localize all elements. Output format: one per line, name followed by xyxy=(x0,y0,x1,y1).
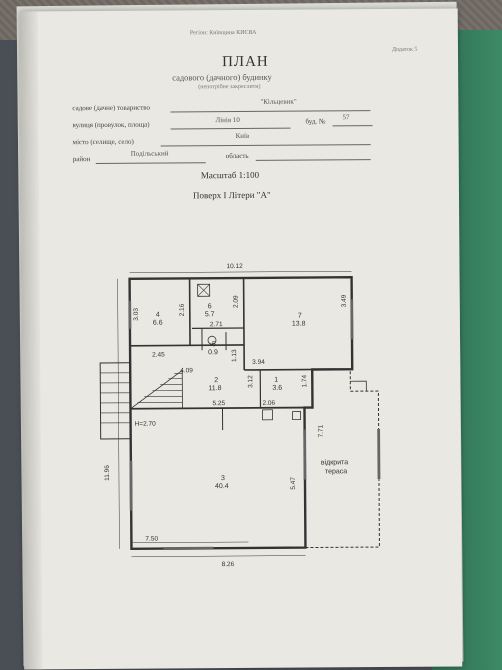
dim-overall-width: 10.12 xyxy=(226,263,243,270)
floor-plan: 10.12 11.96 8.26 7.50 Н=2.70 3.03 2.16 2… xyxy=(99,263,381,568)
dim-label: 2.09 xyxy=(233,295,240,308)
boiler xyxy=(197,283,211,297)
dim-label: 1.74 xyxy=(301,374,308,387)
room-number: 3 xyxy=(221,475,225,482)
dim-label: 2.71 xyxy=(210,321,223,328)
exterior-walls xyxy=(128,276,354,550)
room-number: 7 xyxy=(298,313,302,320)
room-number: 6 xyxy=(208,303,212,310)
room-area: 40.4 xyxy=(215,483,229,490)
dim-label: 3.94 xyxy=(252,359,265,366)
terrace-outline xyxy=(305,368,380,549)
dim-label: 2.06 xyxy=(262,400,275,407)
room-number: 4 xyxy=(156,312,160,319)
toilet xyxy=(207,335,217,345)
room-area: 3.6 xyxy=(272,385,282,392)
dim-label: 7.71 xyxy=(318,424,325,437)
dim-label: 5.25 xyxy=(212,400,225,407)
terrace-label: відкрита xyxy=(321,458,348,466)
dim-label: 3.03 xyxy=(133,308,140,321)
dim-label: 5.47 xyxy=(290,477,297,490)
entry-steps xyxy=(99,362,132,440)
dim-label: 3.12 xyxy=(247,375,254,388)
sink xyxy=(292,411,301,421)
height-note: Н=2.70 xyxy=(135,421,157,428)
dim-overall-depth: 11.96 xyxy=(104,465,111,481)
room-area: 13.8 xyxy=(292,321,306,328)
dimension-lines xyxy=(117,270,352,558)
dim-label: 4.09 xyxy=(180,367,193,374)
wall xyxy=(130,406,305,410)
room-area: 0.9 xyxy=(208,349,218,356)
room-number: 5 xyxy=(212,341,216,348)
dim-bottom-total: 8.26 xyxy=(222,561,235,568)
terrace-label: тераса xyxy=(325,468,347,475)
room-number: 1 xyxy=(274,377,278,384)
wall xyxy=(130,344,245,347)
wall xyxy=(242,277,246,370)
room-area: 5.7 xyxy=(205,311,215,318)
windows xyxy=(128,299,381,550)
entry-step-lines xyxy=(100,372,131,424)
dim-bottom-inner: 7.50 xyxy=(145,536,158,543)
stair-line xyxy=(130,370,183,410)
room-number: 2 xyxy=(214,377,218,384)
stair-steps xyxy=(137,373,183,404)
stove xyxy=(262,409,273,421)
document-page: Регіон: Київщина КИЄВА Додаток 5 ПЛАН са… xyxy=(19,8,463,670)
dim-label: 2.16 xyxy=(179,303,186,316)
room-area: 11.8 xyxy=(208,385,221,392)
room-area: 6.6 xyxy=(153,320,163,327)
dim-label: 3.49 xyxy=(341,294,348,307)
dim-label: 1.13 xyxy=(231,349,238,362)
dim-label: 2.45 xyxy=(152,352,165,359)
terrace-steps xyxy=(350,380,367,392)
